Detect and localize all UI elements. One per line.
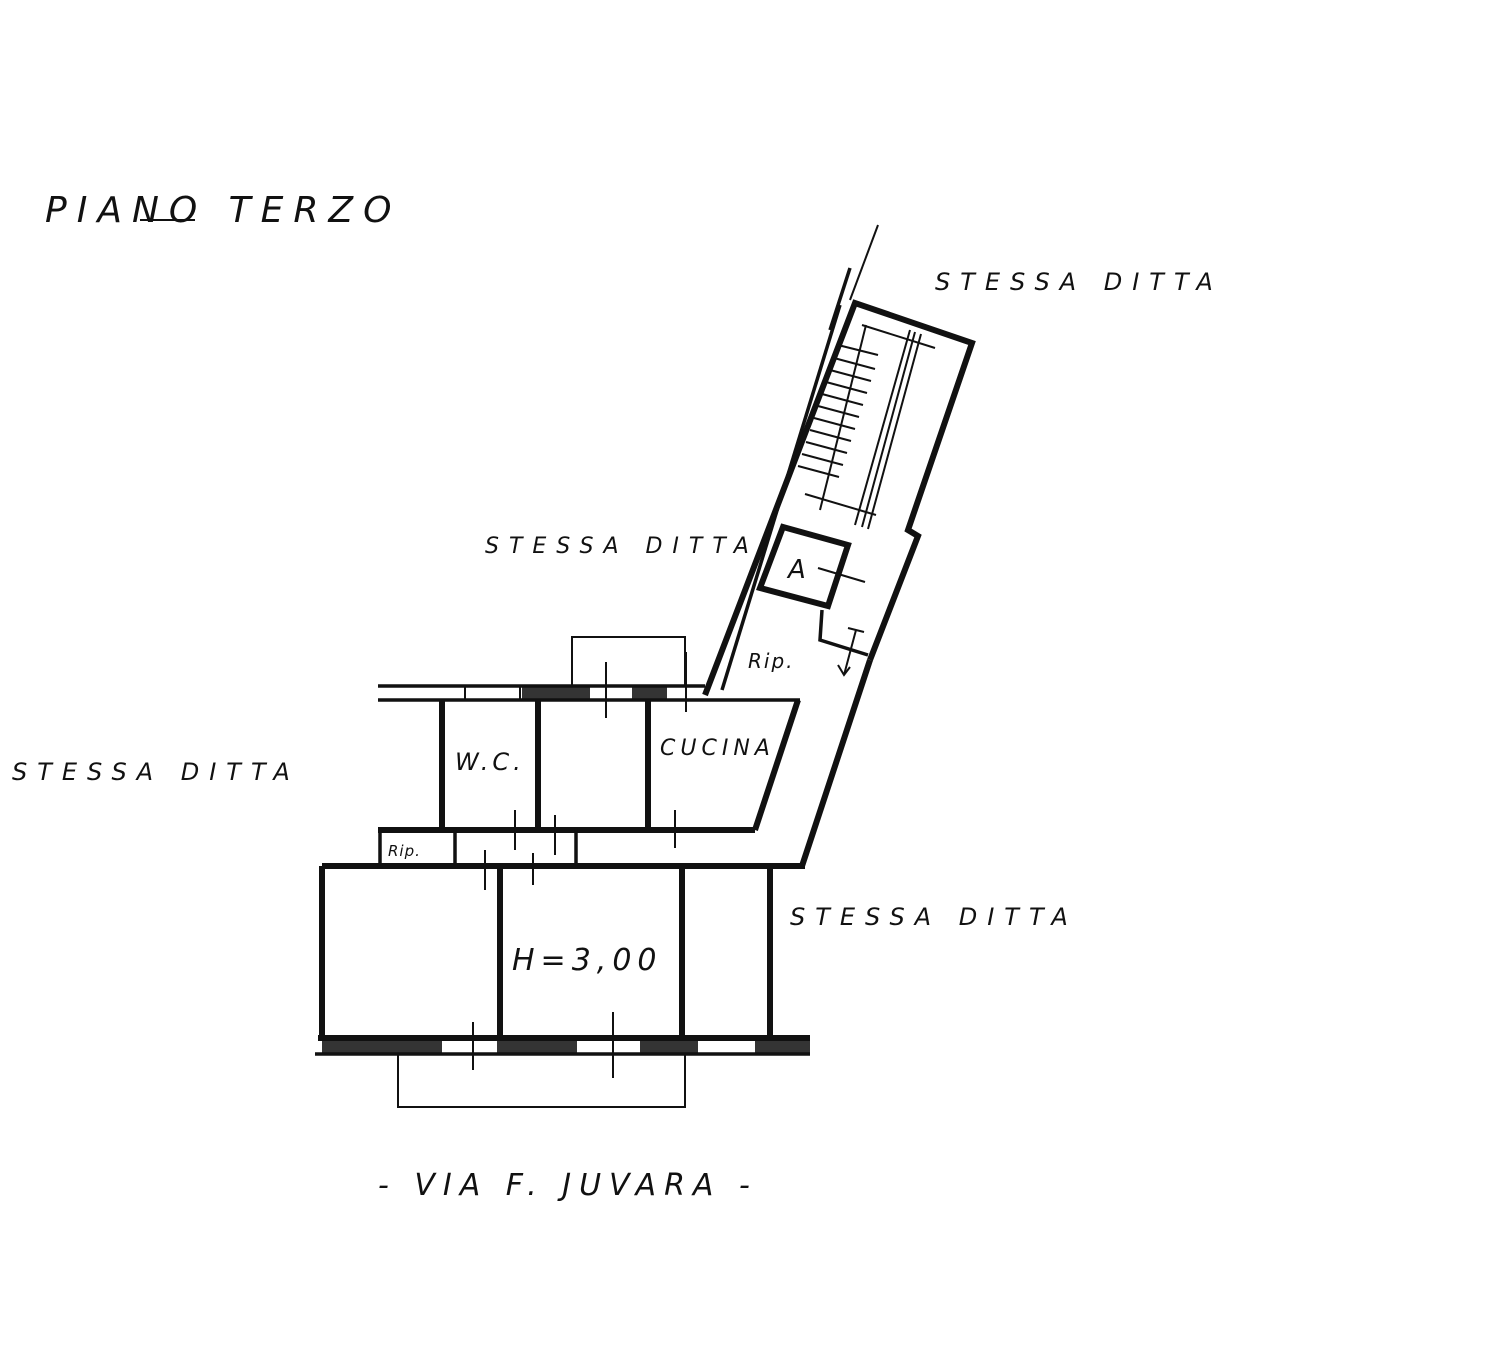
neighbor-label-left: STESSA DITTA [12,758,300,786]
upper-wing: W.C. CUCINA [378,636,801,831]
storage-upper-label: Rip. [748,649,795,673]
elevator-label: A [786,555,816,585]
storage-lower-label: Rip. [388,842,421,860]
street-label: - VIA F. JUVARA - [378,1168,758,1203]
plan-title: PIANO TERZO [45,190,401,231]
neighbor-label-bottom-right: STESSA DITTA [790,903,1078,931]
elevator-shaft [756,523,852,610]
ceiling-height-label: H=3,00 [512,943,663,978]
lower-wing: H=3,00 [315,863,810,1108]
neighbor-label-top-right: STESSA DITTA [935,268,1223,296]
neighbor-label-middle: STESSA DITTA [485,534,759,559]
corridor: Rip. [378,659,873,890]
wc-label: W.C. [455,748,525,776]
kitchen-label: CUCINA [660,736,775,761]
stair-tower: A Rip. [702,224,976,697]
